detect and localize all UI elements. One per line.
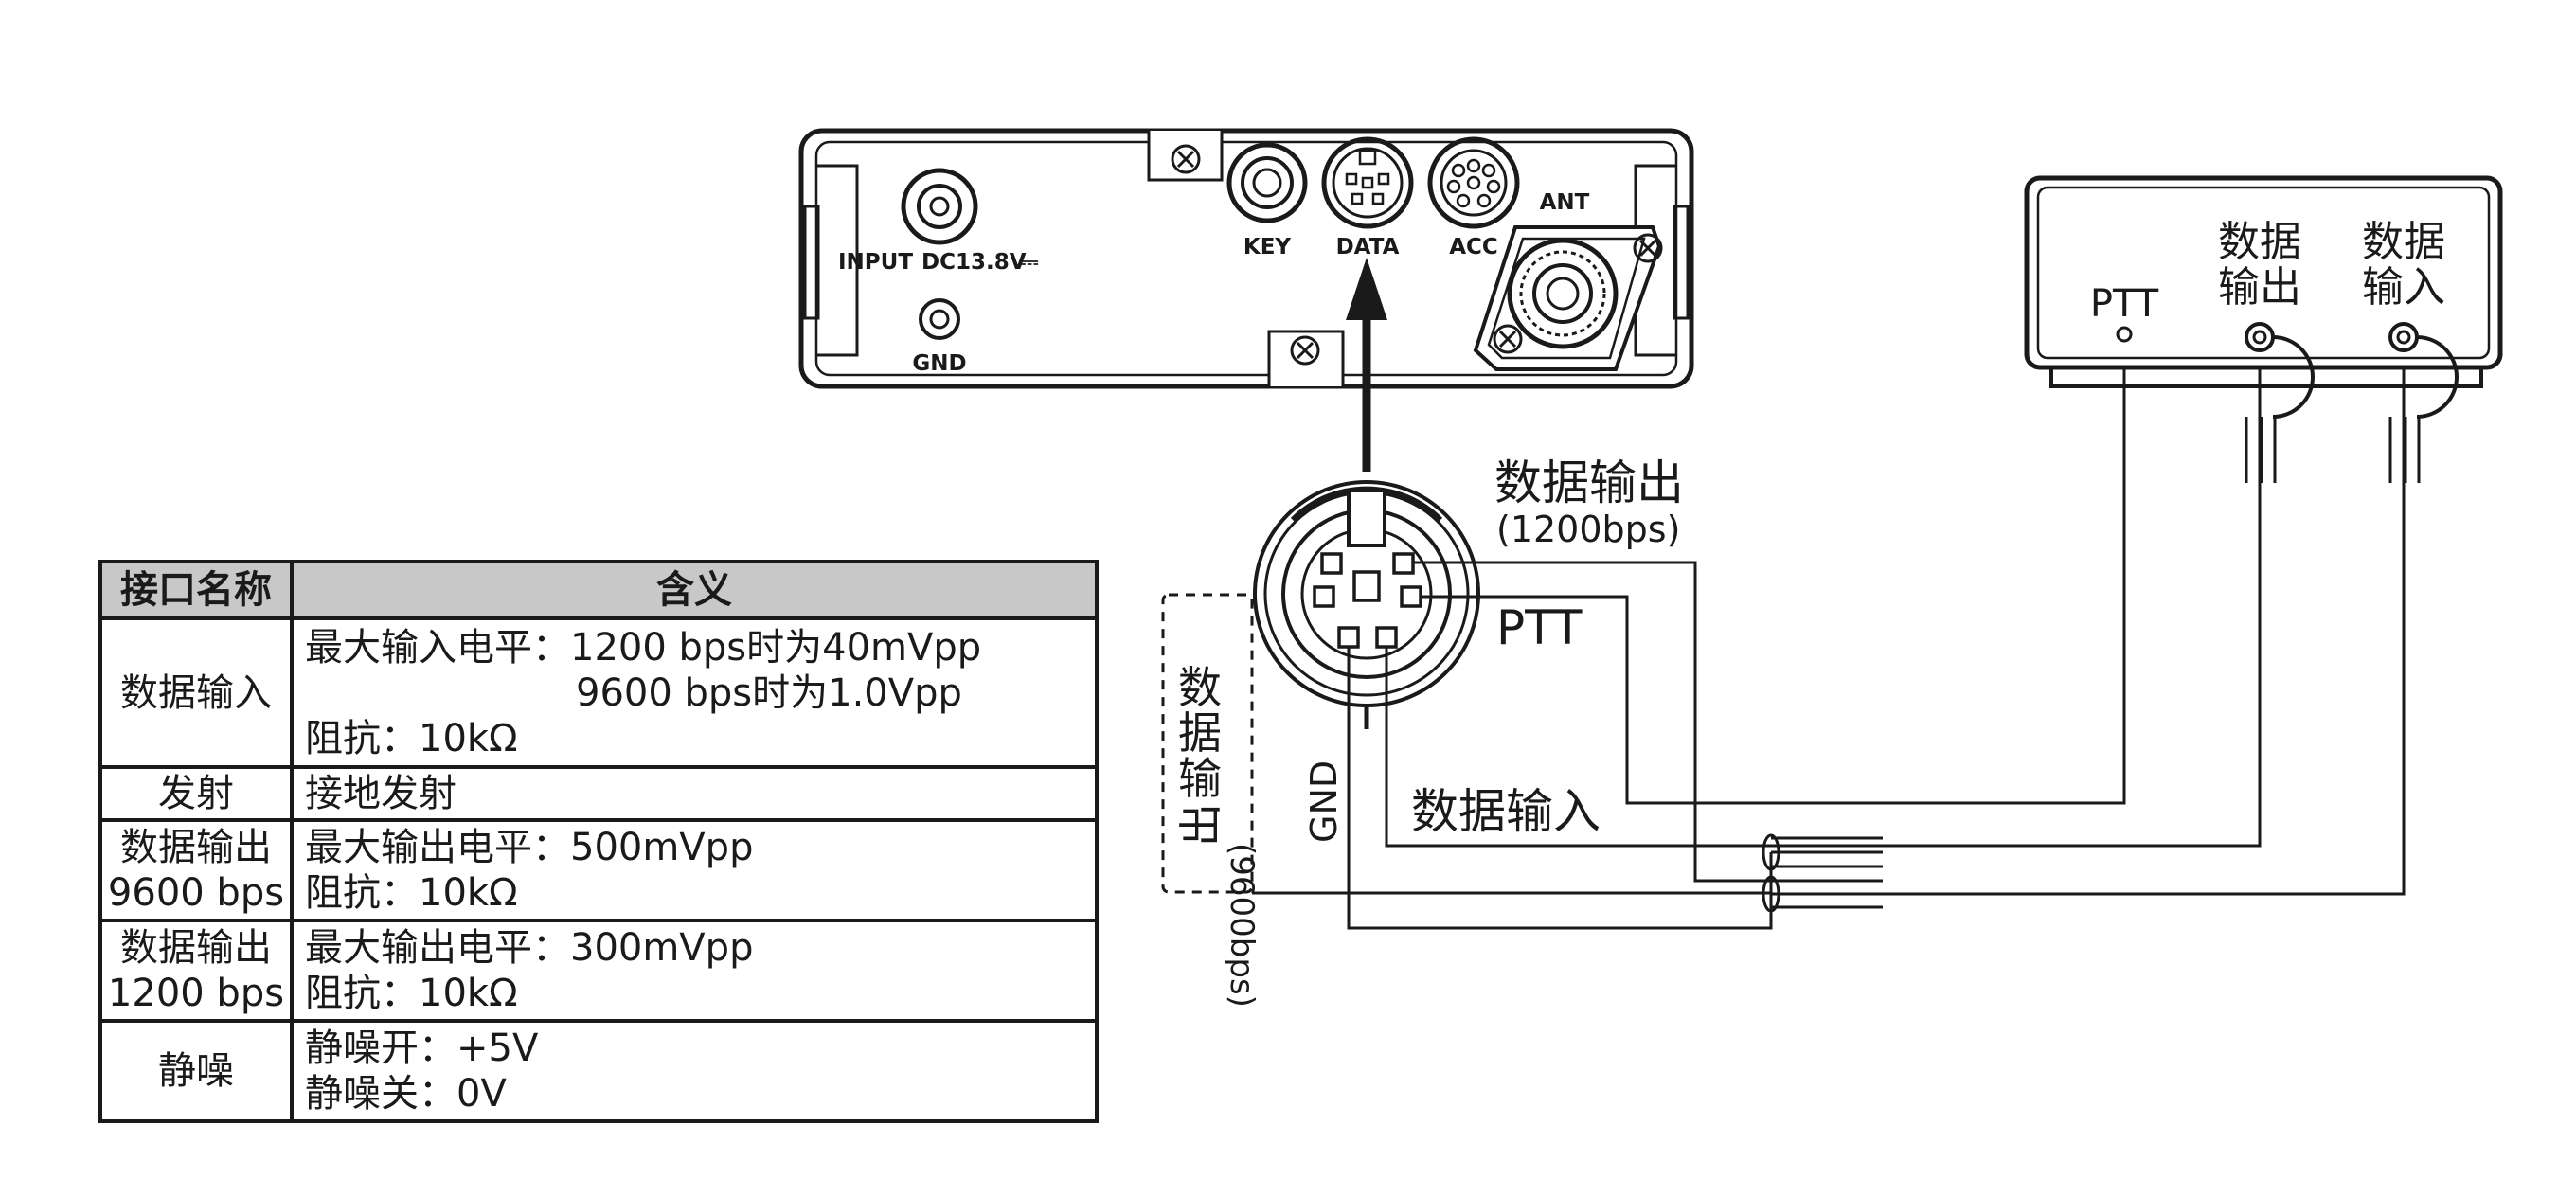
dc-label: DC13.8V bbox=[921, 250, 1027, 275]
external-device bbox=[2024, 175, 2503, 483]
row-desc-line: 最大输出电平：500mVpp bbox=[305, 826, 754, 869]
label-gnd: GND bbox=[1303, 760, 1345, 843]
row-desc-line: 静噪开：+5V bbox=[305, 1027, 539, 1070]
table-row: 静噪 静噪开：+5V 静噪关：0V bbox=[98, 1019, 1099, 1123]
row-name: 数据输出 bbox=[120, 826, 272, 869]
acc-label: ACC bbox=[1449, 235, 1498, 259]
device-data-in-line1: 数据 bbox=[2362, 218, 2445, 266]
top-screw-bracket bbox=[1147, 131, 1224, 182]
screw-icon bbox=[1171, 144, 1201, 174]
row-desc-line: 阻抗：10kΩ bbox=[305, 972, 518, 1015]
key-jack bbox=[1226, 142, 1308, 223]
wires bbox=[1252, 339, 2406, 930]
row-desc-line: 最大输入电平：1200 bps时为40mVpp bbox=[305, 625, 982, 670]
data-connector-enlarged bbox=[1161, 480, 1480, 894]
row-name-cell: 静噪 bbox=[98, 1019, 294, 1123]
gnd-terminal bbox=[919, 298, 960, 340]
table-row: 数据输入 最大输入电平：1200 bps时为40mVpp 9600 bps时为1… bbox=[98, 616, 1099, 769]
connector-labels: 数据输出 (1200bps) PTT 数据输入 GND 数 据 输 出 (960… bbox=[1175, 456, 1684, 1008]
table-row: 数据输出 9600 bps 最大输出电平：500mVpp 阻抗：10kΩ bbox=[98, 818, 1099, 922]
pin-data-out-1200 bbox=[1392, 552, 1415, 575]
wire-data-out-1200 bbox=[1413, 561, 1771, 883]
wire-data-in bbox=[1385, 341, 2262, 848]
key-label: KEY bbox=[1243, 235, 1292, 259]
screw-icon bbox=[1633, 233, 1663, 263]
header-interface-name: 接口名称 bbox=[98, 560, 294, 620]
wire-gnd bbox=[1347, 647, 1773, 930]
label-data-in: 数据输入 bbox=[1411, 784, 1601, 839]
bottom-screw-bracket bbox=[1267, 330, 1345, 386]
device-data-out-jack bbox=[2245, 322, 2275, 352]
row-desc-cell: 最大输出电平：300mVpp 阻抗：10kΩ bbox=[290, 919, 1099, 1023]
device-labels: PTT 数据 输出 数据 输入 bbox=[2090, 218, 2445, 326]
header-meaning: 含义 bbox=[290, 560, 1099, 620]
pin-data-in bbox=[1320, 552, 1343, 575]
data-out-9600-box bbox=[1161, 593, 1254, 894]
device-data-in-jack bbox=[2388, 322, 2419, 352]
ant-label: ANT bbox=[1540, 190, 1590, 215]
label-data-out-9600-rate: (9600bps) bbox=[1223, 843, 1261, 1008]
device-data-out-line1: 数据 bbox=[2218, 218, 2301, 266]
left-bracket bbox=[816, 164, 859, 357]
row-name: 9600 bps bbox=[107, 871, 285, 915]
input-label: INPUT bbox=[838, 250, 913, 275]
label-ptt: PTT bbox=[1496, 600, 1583, 655]
interface-table: 接口名称 含义 数据输入 最大输入电平：1200 bps时为40mVpp 960… bbox=[98, 560, 1099, 1123]
connect-arrow bbox=[1346, 258, 1387, 472]
pin-squelch bbox=[1352, 570, 1381, 602]
radio-body bbox=[798, 128, 1694, 389]
label-data-out-1200: 数据输出 bbox=[1494, 456, 1684, 510]
device-ptt-terminal bbox=[2116, 326, 2133, 343]
device-data-out-line2: 输出 bbox=[2218, 263, 2301, 312]
row-name: 1200 bps bbox=[107, 972, 285, 1015]
dc-symbol: ⎓ bbox=[1021, 250, 1039, 275]
row-name: 数据输出 bbox=[120, 926, 272, 970]
wire-ptt bbox=[1421, 339, 2126, 805]
row-desc-line: 最大输出电平：300mVpp bbox=[305, 926, 754, 970]
table-row: 发射 接地发射 bbox=[98, 765, 1099, 822]
pin-data-in-2 bbox=[1375, 626, 1398, 649]
row-desc-cell: 接地发射 bbox=[290, 765, 1099, 822]
row-desc-line: 静噪关：0V bbox=[305, 1072, 507, 1116]
device-data-in-line2: 输入 bbox=[2362, 263, 2445, 312]
row-name-cell: 数据输出 1200 bps bbox=[98, 919, 294, 1023]
radio-labels: INPUT DC13.8V ⎓ GND KEY DATA ACC ANT bbox=[838, 190, 1590, 376]
row-name-cell: 数据输出 9600 bps bbox=[98, 818, 294, 922]
device-ptt-label: PTT bbox=[2090, 282, 2159, 326]
row-name: 发射 bbox=[158, 772, 234, 815]
label-data-out-9600-char-2: 据 bbox=[1178, 707, 1222, 759]
label-data-out-1200-rate: (1200bps) bbox=[1496, 509, 1680, 550]
label-data-out-9600-char-3: 输 bbox=[1178, 753, 1222, 804]
row-desc-cell: 最大输出电平：500mVpp 阻抗：10kΩ bbox=[290, 818, 1099, 922]
row-name-cell: 数据输入 bbox=[98, 616, 294, 769]
gnd-label: GND bbox=[912, 351, 966, 376]
pin-data-out-9600 bbox=[1400, 585, 1422, 608]
row-name: 数据输入 bbox=[120, 670, 272, 715]
data-port-label: DATA bbox=[1336, 235, 1400, 259]
device-body bbox=[2024, 175, 2503, 370]
screw-icon bbox=[1290, 335, 1320, 366]
ant-connector bbox=[1507, 238, 1619, 349]
acc-port bbox=[1427, 136, 1520, 229]
row-desc-line: 接地发射 bbox=[305, 772, 456, 815]
radio-rear-panel bbox=[798, 128, 1694, 389]
pin-ptt bbox=[1313, 585, 1335, 608]
row-desc-line: 9600 bps时为1.0Vpp bbox=[576, 670, 962, 715]
row-desc-line: 阻抗：10kΩ bbox=[305, 716, 518, 760]
label-data-out-9600-char-4: 出 bbox=[1175, 803, 1226, 847]
label-data-out-9600-char-1: 数 bbox=[1178, 662, 1222, 713]
row-desc-line: 阻抗：10kΩ bbox=[305, 871, 518, 915]
row-desc-cell: 静噪开：+5V 静噪关：0V bbox=[290, 1019, 1099, 1123]
row-name-cell: 发射 bbox=[98, 765, 294, 822]
table-row: 数据输出 1200 bps 最大输出电平：300mVpp 阻抗：10kΩ bbox=[98, 919, 1099, 1023]
table-header-row: 接口名称 含义 bbox=[98, 560, 1099, 620]
screw-icon bbox=[1493, 324, 1523, 354]
dc-input-jack bbox=[901, 168, 978, 245]
pin-gnd bbox=[1337, 626, 1360, 649]
radio-body-inner bbox=[814, 140, 1678, 377]
row-name: 静噪 bbox=[158, 1049, 234, 1093]
row-desc-cell: 最大输入电平：1200 bps时为40mVpp 9600 bps时为1.0Vpp… bbox=[290, 616, 1099, 769]
data-port bbox=[1321, 136, 1414, 229]
